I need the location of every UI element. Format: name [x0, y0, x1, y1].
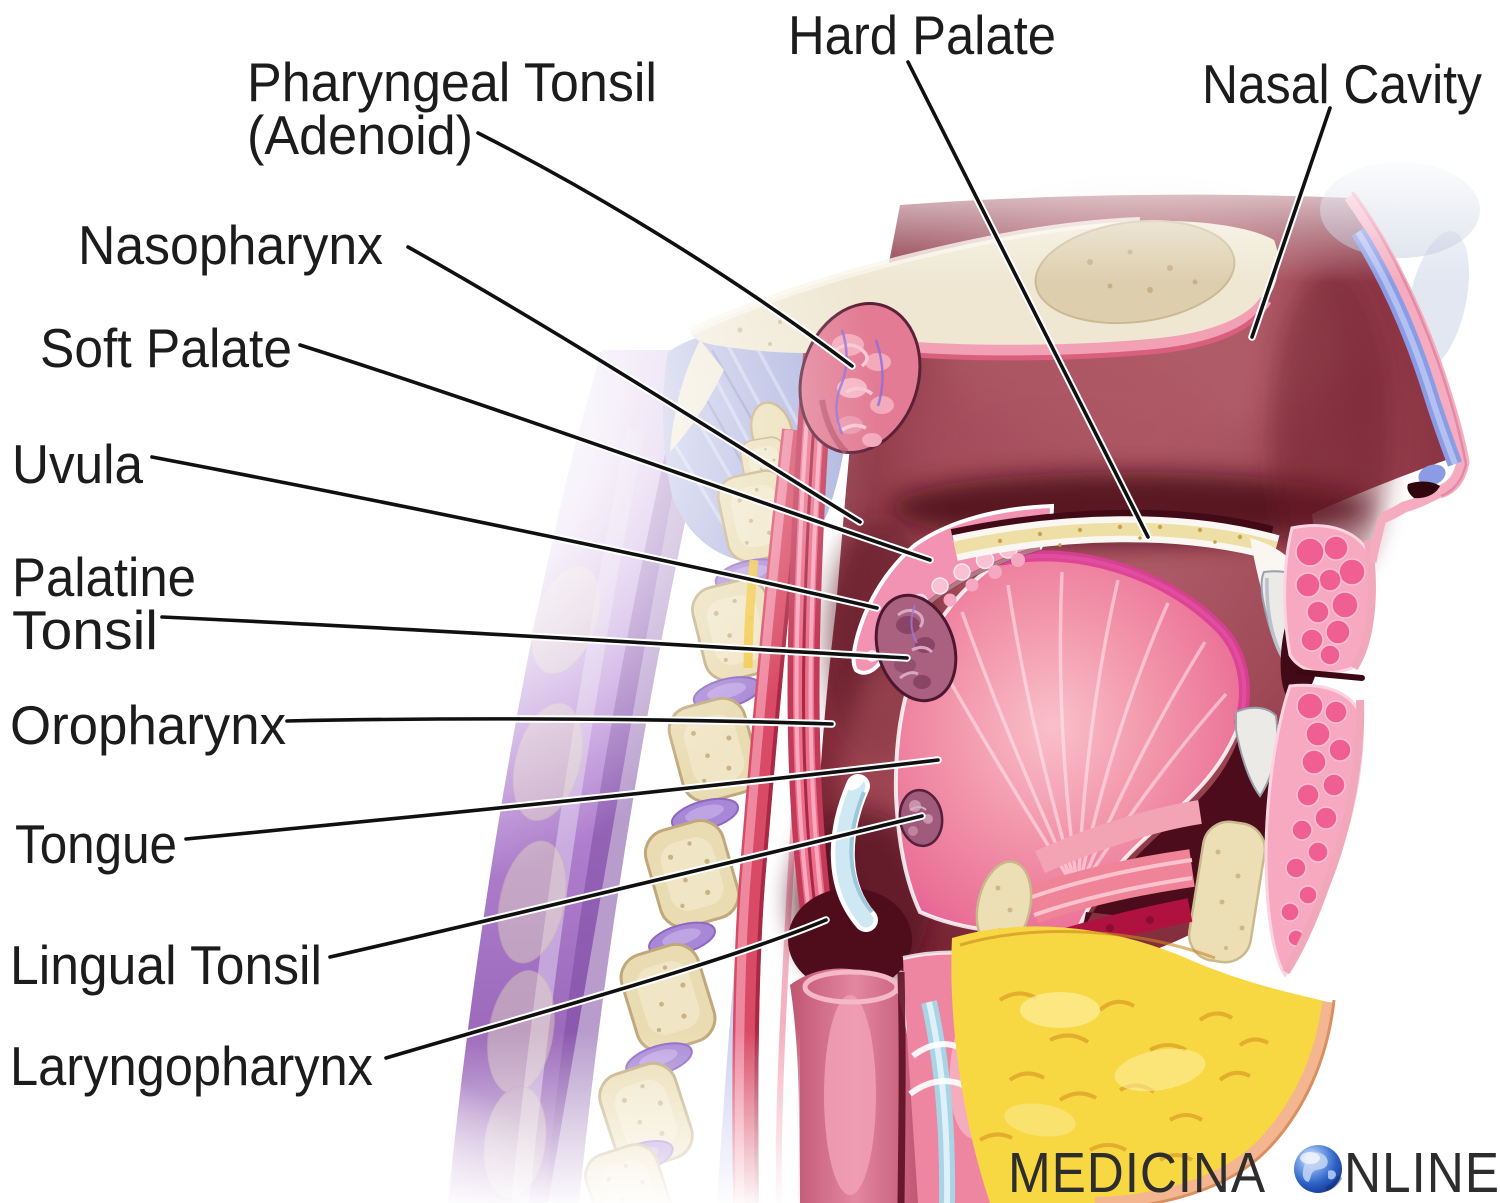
lips-illustration	[1264, 524, 1376, 978]
label-laryngopharynx: Laryngopharynx	[10, 1035, 373, 1097]
leader-line-nasopharynx	[404, 243, 864, 526]
label-pharyngeal-tonsil-line1: Pharyngeal Tonsil	[247, 51, 657, 113]
leader-line-lingual-tonsil	[326, 812, 926, 961]
label-nasal-cavity: Nasal Cavity	[1202, 53, 1482, 115]
label-nasopharynx: Nasopharynx	[78, 214, 383, 276]
mouth-floor-and-teeth	[975, 706, 1284, 964]
label-lingual-tonsil: Lingual Tonsil	[10, 934, 322, 996]
watermark-text-medicina: MEDICINA	[1008, 1141, 1266, 1203]
palatine-tonsil-illustration	[874, 593, 958, 703]
leader-line-nasal-cavity	[1248, 104, 1334, 341]
head-neck-sagittal-illustration	[448, 162, 1480, 1203]
label-palatine-tonsil-line2: Tonsil	[12, 599, 158, 661]
leader-line-oropharynx	[283, 715, 836, 728]
label-tongue: Tongue	[15, 813, 177, 875]
leader-line-tongue	[182, 756, 942, 843]
leader-lines	[148, 58, 1334, 1062]
epiglottis-illustration	[830, 774, 878, 932]
label-palatine-tonsil-line1: Palatine	[12, 546, 196, 608]
leader-line-palatine-tonsil	[158, 613, 911, 662]
label-oropharynx: Oropharynx	[10, 694, 286, 756]
chin-fat-pad	[951, 926, 1336, 1203]
leader-line-pharyngeal-tonsil	[474, 129, 856, 370]
leader-line-uvula	[148, 453, 881, 612]
label-uvula: Uvula	[12, 433, 143, 495]
leader-line-laryngopharynx	[382, 916, 830, 1062]
watermark-text-nline: NLINE	[1344, 1141, 1500, 1203]
annotation-labels: Pharyngeal Tonsil (Adenoid) Nasopharynx …	[10, 4, 1482, 1097]
globe-icon	[1294, 1145, 1343, 1193]
leader-line-hard-palate	[904, 58, 1152, 541]
leader-line-soft-palate	[296, 341, 934, 564]
label-soft-palate: Soft Palate	[40, 317, 292, 379]
watermark-medicina-online: MEDICINA NLINE	[1008, 1141, 1500, 1203]
label-hard-palate: Hard Palate	[788, 4, 1056, 66]
label-pharyngeal-tonsil-line2: (Adenoid)	[247, 104, 473, 166]
